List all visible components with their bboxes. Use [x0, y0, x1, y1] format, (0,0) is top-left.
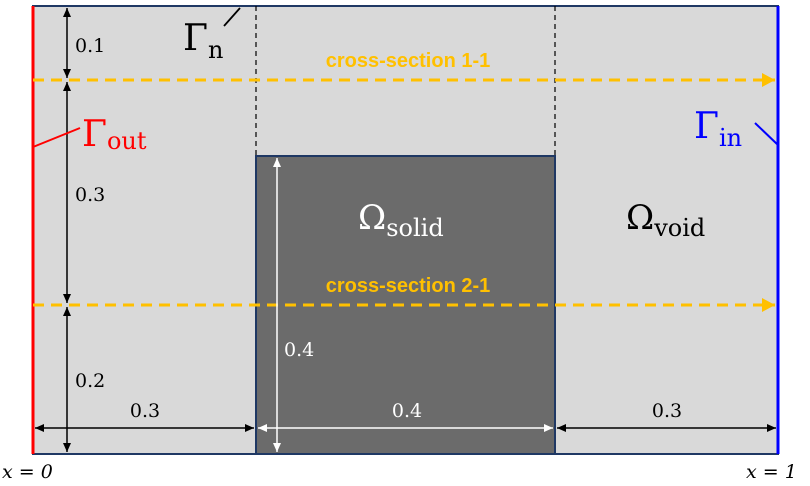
- neumann-label: Γn: [183, 18, 223, 64]
- inlet-label: Γin: [694, 106, 742, 152]
- coordinate-left-label: x = 0: [2, 461, 53, 483]
- outlet-label: Γout: [82, 114, 147, 155]
- void-region-label: Ωvoid: [626, 198, 705, 242]
- dim-top-gap-label: 0.1: [75, 35, 105, 57]
- dim-left-width-label: 0.3: [130, 400, 160, 422]
- dim-solid-height-label: 0.4: [284, 339, 314, 361]
- outlet-leader-line: [32, 127, 81, 148]
- dim-solid-width-label: 0.4: [392, 400, 422, 422]
- cross-section-1-label: cross-section 1-1: [326, 50, 491, 72]
- coordinate-right-label: x = 1: [746, 461, 797, 483]
- solid-region-label: Ωsolid: [358, 198, 444, 242]
- inlet-leader-line: [754, 122, 779, 146]
- dim-right-width-label: 0.3: [652, 400, 682, 422]
- neumann-leader-line: [223, 7, 241, 27]
- dim-middle-gap-label: 0.3: [75, 184, 105, 206]
- dim-bottom-gap-label: 0.2: [75, 370, 105, 392]
- cross-section-2-label: cross-section 2-1: [326, 275, 491, 297]
